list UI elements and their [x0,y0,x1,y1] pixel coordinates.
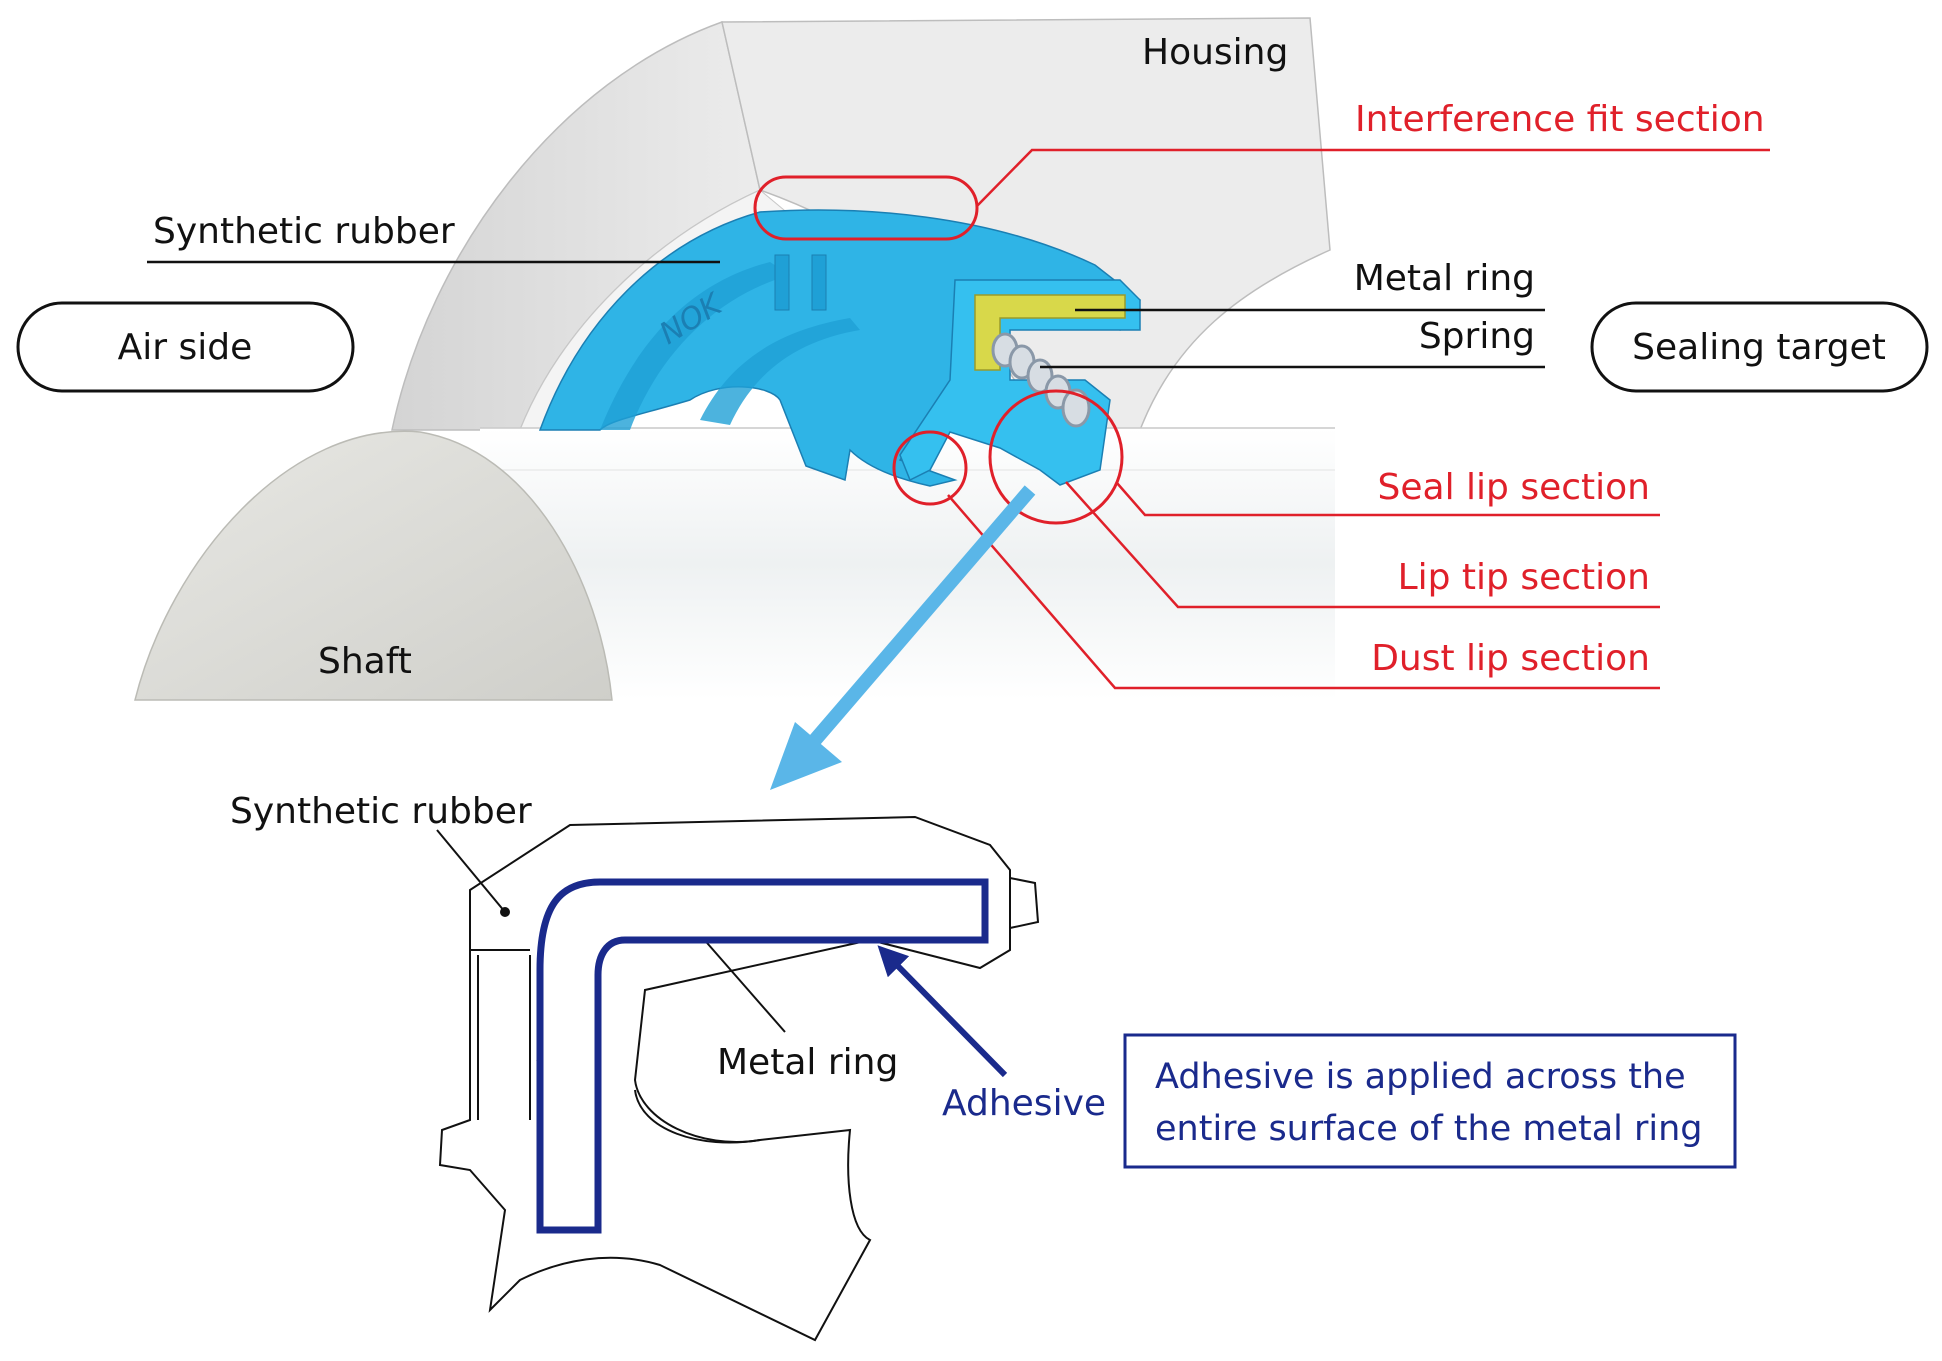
seal-ring-3d: NOK [538,209,1142,487]
shaft-label: Shaft [318,641,412,682]
seal-lip-label: Seal lip section [1378,467,1650,508]
spring-coil [991,332,1091,428]
sealing-target-label: Sealing target [1632,327,1886,368]
seal-lip-marker [988,389,1124,525]
housing-label: Housing [1142,32,1288,73]
note-line-2: entire surface of the metal ring [1155,1109,1703,1149]
interference-fit-label: Interference fit section [1355,99,1765,140]
shaft [134,427,1335,701]
air-side-pill: Air side [16,301,355,393]
callout-markers [753,175,1124,525]
synthetic-rubber-top-label: Synthetic rubber [153,211,455,252]
leader-lines [147,148,1770,690]
metal-ring-bottom-label: Metal ring [717,1042,898,1083]
sealing-target-pill: Sealing target [1590,301,1929,393]
note-line-1: Adhesive is applied across the [1155,1057,1686,1097]
dust-lip-label: Dust lip section [1371,638,1650,679]
zoom-arrow [770,485,1036,790]
shaft-end-face [134,430,613,701]
metal-ring-3d [974,294,1126,371]
spring-label: Spring [1419,316,1535,357]
synthetic-rubber-bottom-label: Synthetic rubber [230,791,532,832]
metal-ring-section [536,878,989,1234]
adhesive-note-box: Adhesive is applied across the entire su… [1123,1033,1737,1169]
dust-lip-marker [892,430,968,506]
air-side-label: Air side [118,327,253,368]
lip-tip-label: Lip tip section [1398,557,1650,598]
adhesive-arrow [877,945,1008,1078]
interference-fit-marker [753,175,979,241]
metal-ring-top-label: Metal ring [1354,258,1535,299]
adhesive-label: Adhesive [942,1083,1106,1124]
